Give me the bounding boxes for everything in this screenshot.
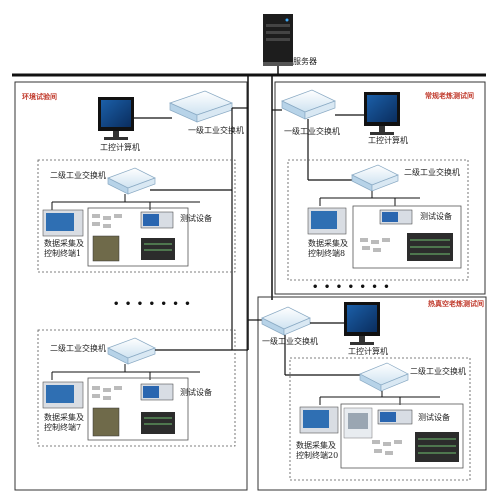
env-ipc-label: 工控计算机 xyxy=(100,142,140,152)
switch-icon xyxy=(351,164,399,192)
vacuum-group-20 xyxy=(289,357,471,481)
server xyxy=(263,14,293,66)
zone-vacuum xyxy=(257,296,487,491)
env-g7-l2-label: 二级工业交换机 xyxy=(50,343,106,353)
env-g7-test-label: 测试设备 xyxy=(180,387,212,397)
env-g1-daq-line2: 控制终端1 xyxy=(44,248,81,258)
room-ellipsis: • • • • • • • xyxy=(312,282,391,293)
chip-icon xyxy=(360,238,390,252)
zone-env-title: 环境试验间 xyxy=(22,92,57,101)
switch-icon xyxy=(169,90,233,123)
zone-room-title: 常规老炼测试间 xyxy=(425,91,474,100)
env-g1-test-label: 测试设备 xyxy=(180,213,212,223)
switch-icon xyxy=(359,362,409,392)
vacuum-l1-switch-label: 一级工业交换机 xyxy=(262,336,318,346)
zone-vacuum-title: 热真空老炼测试间 xyxy=(428,299,484,308)
env-g1-daq-line1: 数据采集及 xyxy=(44,238,84,248)
switch-icon xyxy=(281,89,336,120)
env-l1-switch-label: 一级工业交换机 xyxy=(188,125,244,135)
switch-icon xyxy=(107,167,156,195)
switch-icon xyxy=(107,337,156,365)
switch-icon xyxy=(261,306,311,336)
env-ellipsis: • • • • • • • xyxy=(113,299,192,310)
env-g7-daq-line1: 数据采集及 xyxy=(44,412,84,422)
chip-icon xyxy=(92,386,122,400)
room-l1-switch-label: 一级工业交换机 xyxy=(284,126,340,136)
room-ipc-label: 工控计算机 xyxy=(368,135,408,145)
vacuum-g20-daq-line1: 数据采集及 xyxy=(296,440,336,450)
vacuum-g20-daq-line2: 控制终端20 xyxy=(296,450,338,460)
monitor-icon xyxy=(364,92,400,135)
monitor-icon xyxy=(344,302,380,345)
server-label: 服务器 xyxy=(293,56,317,66)
zone-room xyxy=(274,81,486,295)
env-group-1 xyxy=(37,159,236,273)
vacuum-g20-l2-label: 二级工业交换机 xyxy=(410,366,466,376)
room-g8-daq-line2: 控制终端8 xyxy=(308,248,345,258)
room-g8-daq-line1: 数据采集及 xyxy=(308,238,348,248)
vacuum-ipc-label: 工控计算机 xyxy=(348,346,388,356)
chip-icon xyxy=(92,214,122,228)
env-g1-l2-label: 二级工业交换机 xyxy=(50,170,106,180)
zone-env xyxy=(14,81,248,491)
monitor-icon xyxy=(98,97,134,140)
room-group-8 xyxy=(287,159,469,281)
env-g7-daq-line2: 控制终端7 xyxy=(44,422,81,432)
room-g8-test-label: 测试设备 xyxy=(420,211,452,221)
room-g8-l2-label: 二级工业交换机 xyxy=(404,167,460,177)
chip-icon xyxy=(372,440,402,455)
env-group-7 xyxy=(37,329,236,447)
vacuum-g20-test-label: 测试设备 xyxy=(418,412,450,422)
